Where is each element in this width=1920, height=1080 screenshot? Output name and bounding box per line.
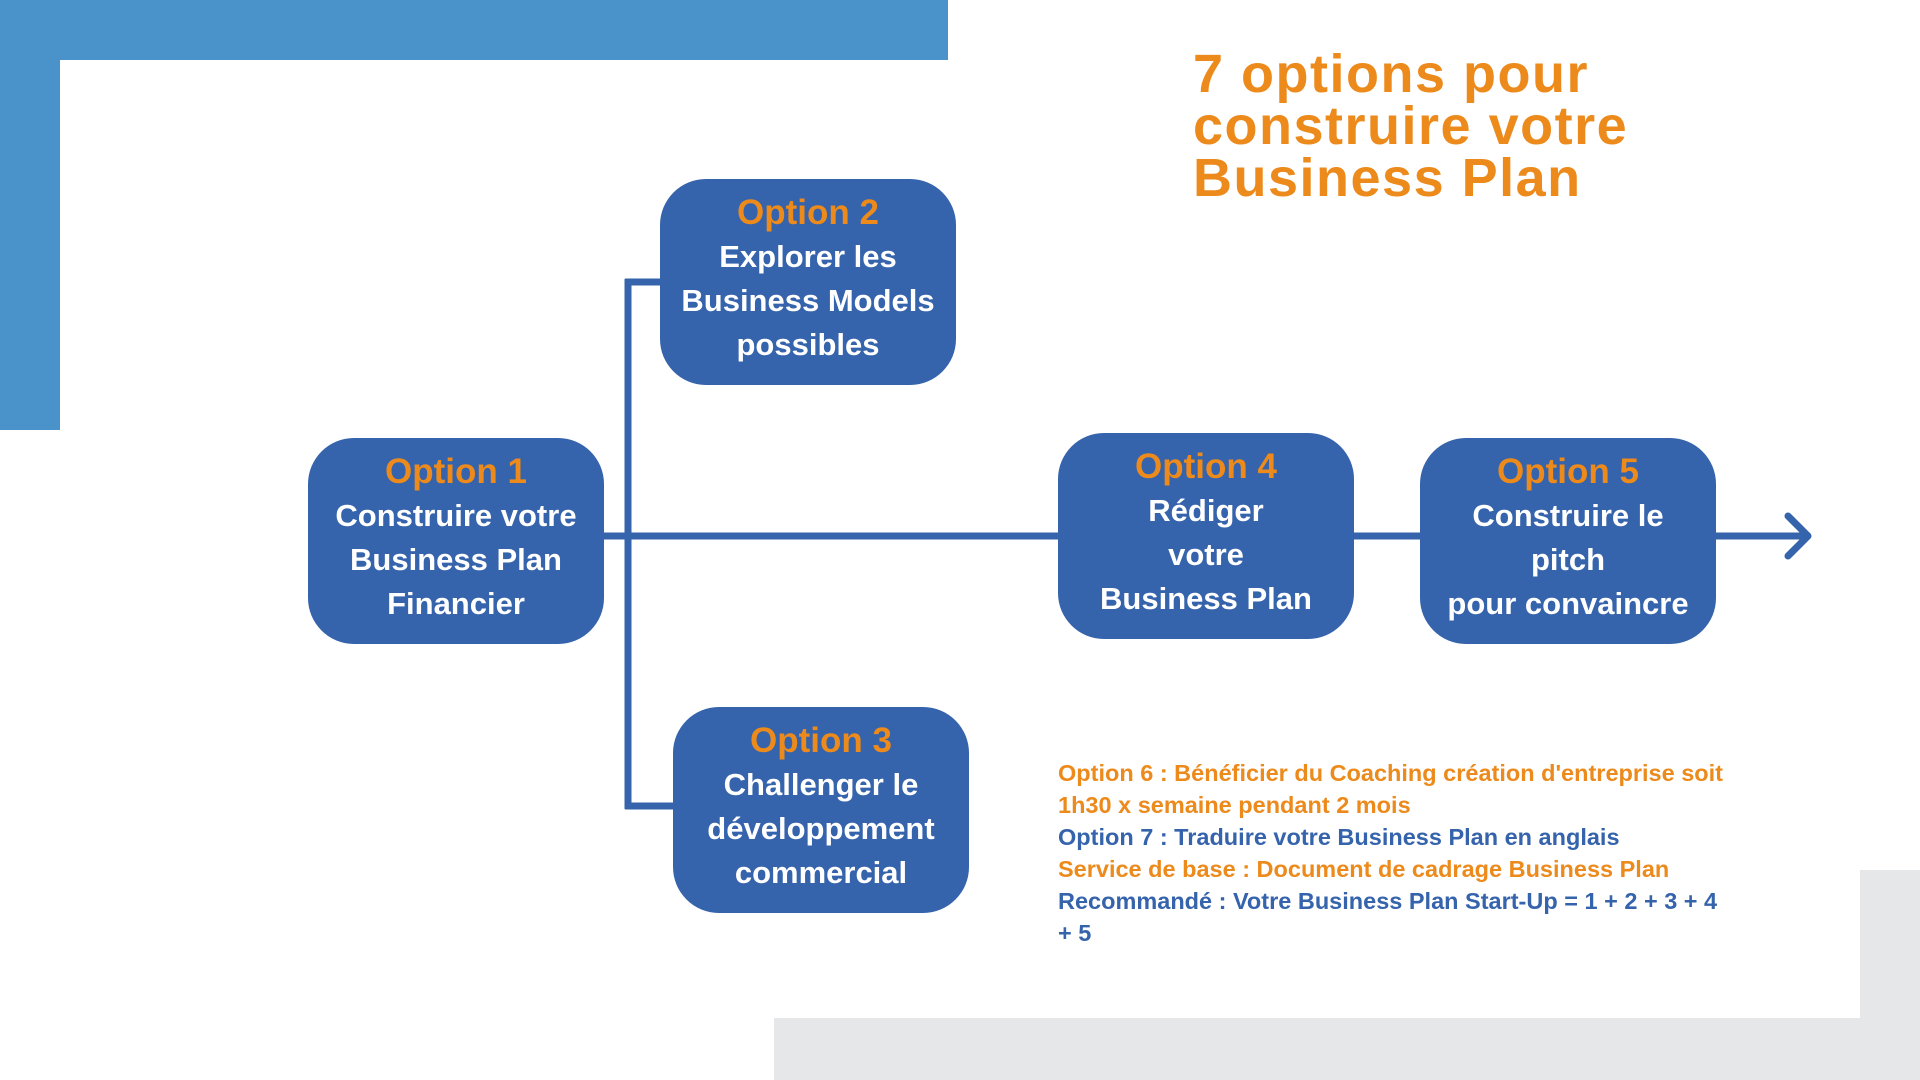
decorative-blue-bar-top: [0, 0, 948, 60]
option-4-line-3: Business Plan: [1100, 581, 1312, 616]
note-option-6-line-2: 1h30 x semaine pendant 2 mois: [1058, 792, 1411, 818]
title-line-3: Business Plan: [1193, 148, 1582, 208]
option-1-label: Option 1: [385, 452, 527, 491]
options-notes: Option 6 : Bénéficier du Coaching créati…: [1058, 757, 1798, 949]
option-4-node: Option 4 Rédiger votre Business Plan: [1058, 433, 1354, 639]
note-option-7: Option 7 : Traduire votre Business Plan …: [1058, 824, 1620, 850]
option-3-line-2: développement: [707, 811, 935, 846]
option-4-description: Rédiger votre Business Plan: [1058, 489, 1354, 621]
option-4-line-1: Rédiger: [1148, 493, 1264, 528]
option-1-description: Construire votre Business Plan Financier: [308, 494, 604, 626]
option-3-line-1: Challenger le: [723, 767, 919, 802]
decorative-blue-bar-left: [0, 0, 60, 430]
option-5-line-3: pour convaincre: [1447, 586, 1689, 621]
option-5-label: Option 5: [1497, 452, 1639, 491]
title-line-2: construire votre: [1193, 96, 1629, 156]
option-5-line-1: Construire le: [1472, 498, 1664, 533]
note-recommande-line-1: Recommandé : Votre Business Plan Start-U…: [1058, 888, 1718, 914]
option-1-node: Option 1 Construire votre Business Plan …: [308, 438, 604, 644]
note-option-6-line-1: Option 6 : Bénéficier du Coaching créati…: [1058, 760, 1723, 786]
arrowhead-icon: [1784, 512, 1812, 560]
note-recommande-line-2: + 5: [1058, 920, 1092, 946]
option-1-line-3: Financier: [387, 586, 525, 621]
option-2-label: Option 2: [737, 193, 879, 232]
option-3-description: Challenger le développement commercial: [673, 763, 969, 895]
option-3-line-3: commercial: [734, 855, 908, 890]
option-2-description: Explorer les Business Models possibles: [660, 235, 956, 367]
option-5-node: Option 5 Construire le pitch pour convai…: [1420, 438, 1716, 644]
option-3-label: Option 3: [750, 721, 892, 760]
note-service-de-base: Service de base : Document de cadrage Bu…: [1058, 856, 1670, 882]
title-line-1: 7 options pour: [1193, 44, 1589, 104]
decorative-gray-bar-bottom: [774, 1018, 1920, 1080]
option-2-line-2: Business Models: [681, 283, 935, 318]
option-2-line-1: Explorer les: [719, 239, 897, 274]
option-1-line-2: Business Plan: [350, 542, 562, 577]
decorative-gray-bar-right: [1860, 870, 1920, 1080]
option-2-node: Option 2 Explorer les Business Models po…: [660, 179, 956, 385]
option-5-description: Construire le pitch pour convaincre: [1420, 494, 1716, 626]
option-1-line-1: Construire votre: [335, 498, 577, 533]
option-3-node: Option 3 Challenger le développement com…: [673, 707, 969, 913]
option-4-label: Option 4: [1135, 447, 1277, 486]
page-title: 7 options pour construire votre Business…: [1193, 44, 1833, 208]
option-5-line-2: pitch: [1530, 542, 1606, 577]
option-2-line-3: possibles: [736, 327, 880, 362]
option-4-line-2: votre: [1168, 537, 1244, 572]
